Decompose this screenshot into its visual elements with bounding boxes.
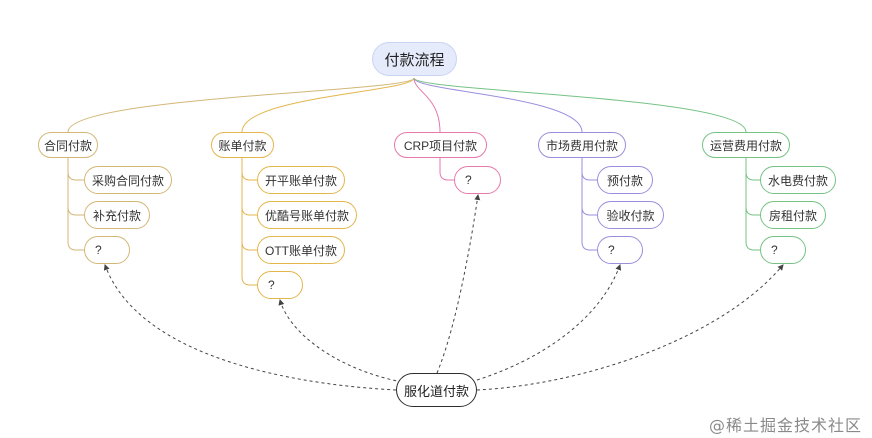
item-connector bbox=[439, 158, 454, 181]
item-connector bbox=[67, 158, 84, 181]
category-bill-payment[interactable]: 账单付款 bbox=[211, 132, 274, 158]
category-contract-payment[interactable]: 合同付款 bbox=[38, 132, 98, 158]
item-unknown-operating[interactable]: ? bbox=[760, 236, 806, 264]
item-connector bbox=[241, 158, 257, 251]
dashed-arrow-contract bbox=[103, 264, 397, 391]
branch-connector bbox=[413, 77, 583, 133]
category-marketing-expense[interactable]: 市场费用付款 bbox=[538, 132, 626, 158]
item-connector bbox=[241, 158, 257, 181]
item-connector bbox=[67, 158, 84, 251]
item-connector bbox=[241, 158, 257, 286]
dashed-arrow-marketing bbox=[476, 264, 622, 381]
item-connector bbox=[581, 158, 597, 251]
item-connector bbox=[241, 158, 257, 216]
item-unknown-marketing[interactable]: ? bbox=[597, 236, 643, 264]
dashed-arrow-crp bbox=[436, 194, 481, 374]
item-kaiping-bill[interactable]: 开平账单付款 bbox=[257, 166, 345, 194]
item-connector bbox=[581, 158, 597, 216]
category-operating-expense[interactable]: 运营费用付款 bbox=[702, 132, 790, 158]
item-youku-bill[interactable]: 优酷号账单付款 bbox=[257, 201, 357, 229]
item-unknown-bill[interactable]: ? bbox=[257, 271, 303, 299]
item-rent[interactable]: 房租付款 bbox=[760, 201, 826, 229]
item-connector bbox=[745, 158, 760, 216]
item-connector bbox=[581, 158, 597, 181]
branch-connector bbox=[413, 77, 441, 133]
branch-connector bbox=[413, 77, 747, 133]
branch-connector bbox=[67, 77, 415, 133]
dashed-arrow-bill bbox=[278, 299, 403, 383]
dashed-arrow-operating bbox=[476, 264, 784, 391]
item-connector bbox=[745, 158, 760, 181]
item-unknown-crp[interactable]: ? bbox=[454, 166, 501, 194]
branch-connector bbox=[241, 77, 415, 133]
watermark: @稀土掘金技术社区 bbox=[708, 416, 862, 435]
item-connector bbox=[67, 158, 84, 216]
item-supplementary[interactable]: 补充付款 bbox=[84, 201, 150, 229]
item-unknown-contract[interactable]: ? bbox=[84, 236, 130, 264]
item-prepayment[interactable]: 预付款 bbox=[597, 166, 653, 194]
item-acceptance[interactable]: 验收付款 bbox=[597, 201, 664, 229]
root-node[interactable]: 付款流程 bbox=[372, 42, 457, 76]
item-utilities[interactable]: 水电费付款 bbox=[760, 166, 836, 194]
item-purchase-contract[interactable]: 采购合同付款 bbox=[84, 166, 172, 194]
item-connector bbox=[745, 158, 760, 251]
item-ott-bill[interactable]: OTT账单付款 bbox=[257, 236, 345, 264]
category-crp-project[interactable]: CRP项目付款 bbox=[394, 132, 487, 158]
costume-props-payment-node[interactable]: 服化道付款 bbox=[396, 373, 477, 407]
